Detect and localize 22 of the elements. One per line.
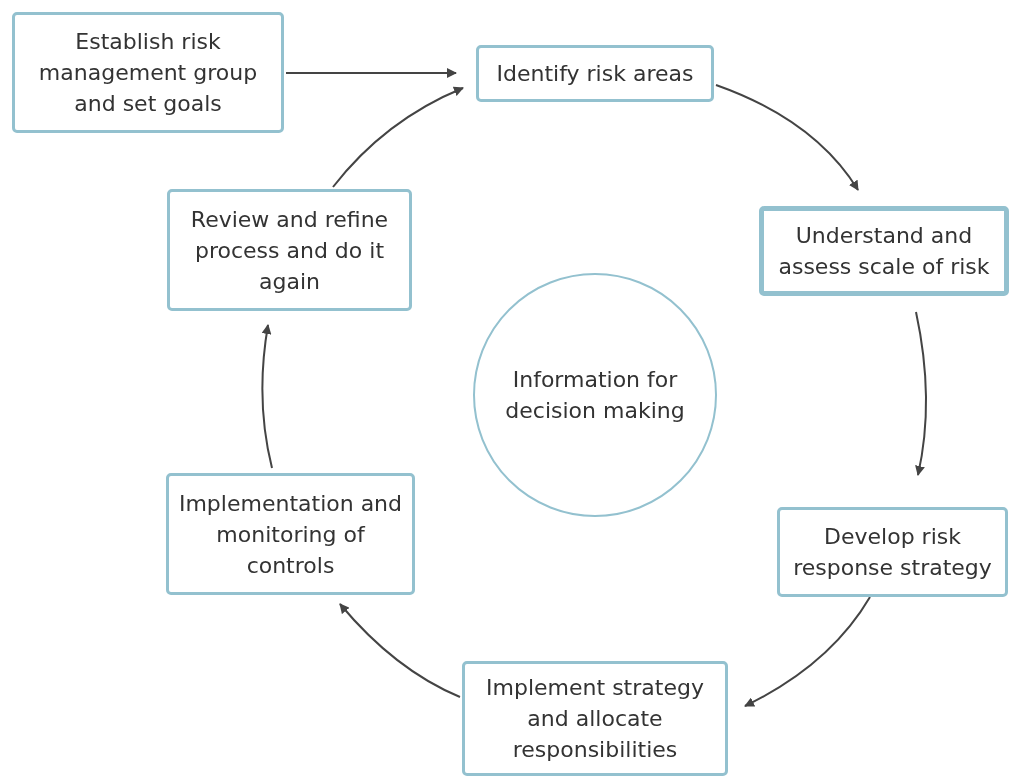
node-text: Understand and assess scale of risk (777, 222, 991, 281)
node-text: Identify risk areas (496, 60, 694, 88)
arrow (744, 596, 871, 707)
arrow (332, 87, 464, 188)
arrow (715, 84, 859, 191)
process-box (167, 189, 412, 311)
node-text: Implementation and monitoring of controls (177, 489, 404, 580)
node-text: Implement strategy and allocate responsibilities (485, 674, 705, 764)
node-text: Review and refine process and do it again (189, 205, 390, 296)
arrow (285, 68, 457, 78)
arrow (339, 603, 461, 698)
process-box (12, 12, 284, 133)
process-box (476, 45, 714, 102)
node-text: Information for decision making (504, 366, 686, 425)
process-box (462, 661, 728, 776)
process-box (759, 206, 1009, 296)
node-text: Develop risk response strategy (792, 523, 993, 582)
node-text: Establish risk management group and set goals (37, 28, 259, 118)
process-box (777, 507, 1008, 597)
arrow (261, 324, 273, 469)
process-box (166, 473, 415, 595)
arrow (914, 311, 927, 476)
